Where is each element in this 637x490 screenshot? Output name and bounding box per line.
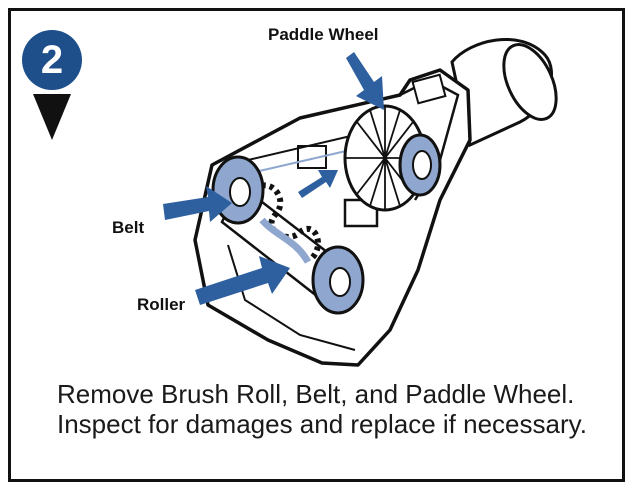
housing-arrow <box>298 170 338 198</box>
belt-label: Belt <box>112 218 145 237</box>
paddle-wheel-part <box>343 104 442 212</box>
step-number-badge: 2 <box>22 30 82 90</box>
roller-label: Roller <box>137 295 186 314</box>
paddle-wheel-arrow <box>346 52 384 110</box>
instruction-text: Remove Brush Roll, Belt, and Paddle Whee… <box>57 379 587 439</box>
down-arrow-icon <box>33 94 71 140</box>
paddle-wheel-label: Paddle Wheel <box>268 25 379 44</box>
belt-arrow <box>163 186 232 222</box>
roller-arrow <box>195 256 290 305</box>
nozzle-tube <box>450 38 558 148</box>
brush-roll-part <box>211 155 365 315</box>
